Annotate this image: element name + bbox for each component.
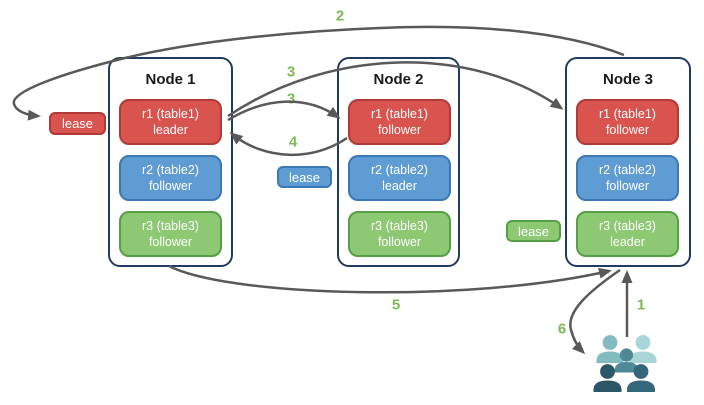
node1-replica-r2-follower: r2 (table2) follower bbox=[119, 155, 222, 201]
user-person-icon bbox=[629, 335, 657, 363]
node1-replica-r1-leader: r1 (table1) leader bbox=[119, 99, 222, 145]
step-4-label: 4 bbox=[288, 133, 298, 151]
replica-range-label: r1 (table1) bbox=[142, 106, 199, 121]
node3-replica-r2-follower: r2 (table2) follower bbox=[576, 155, 679, 201]
replica-role-label: leader bbox=[382, 179, 417, 193]
replica-role-label: leader bbox=[610, 235, 645, 249]
users-group-icon bbox=[593, 335, 657, 392]
replica-range-label: r1 (table1) bbox=[371, 106, 428, 121]
arrow-step2-lease-transfer bbox=[12, 25, 625, 121]
node2-replica-r1-follower: r1 (table1) follower bbox=[348, 99, 451, 145]
node-3-title: Node 3 bbox=[602, 71, 653, 88]
user-person-icon bbox=[593, 364, 622, 392]
replica-range-label: r1 (table1) bbox=[599, 106, 656, 121]
replica-range-label: r2 (table2) bbox=[371, 162, 428, 177]
step-2-label: 2 bbox=[335, 7, 345, 25]
node3-replica-r1-follower: r1 (table1) follower bbox=[576, 99, 679, 145]
lease-badge-table2: lease bbox=[277, 166, 332, 188]
replica-range-label: r3 (table3) bbox=[599, 218, 656, 233]
replica-role-label: follower bbox=[605, 123, 650, 137]
arrow-step6-node3-to-users bbox=[569, 268, 621, 355]
arrow-step5-node1-to-node3 bbox=[168, 264, 612, 294]
step-5-label: 5 bbox=[391, 296, 401, 314]
lease-badge-table3: lease bbox=[506, 220, 561, 242]
lease-badge-table1: lease bbox=[49, 112, 106, 135]
node-1: Node 1 r1 (table1) leader r2 (table2) fo… bbox=[108, 57, 233, 267]
user-person-icon bbox=[596, 335, 624, 363]
replica-role-label: follower bbox=[377, 123, 422, 137]
replica-range-label: r2 (table2) bbox=[142, 162, 199, 177]
node-2-title: Node 2 bbox=[373, 71, 424, 88]
node-1-title: Node 1 bbox=[145, 71, 196, 88]
node-2: Node 2 r1 (table1) follower r2 (table2) … bbox=[337, 57, 460, 267]
step-1-label: 1 bbox=[636, 296, 646, 314]
user-person-icon bbox=[627, 364, 655, 392]
node3-replica-r3-leader: r3 (table3) leader bbox=[576, 211, 679, 257]
replica-role-label: follower bbox=[605, 179, 650, 193]
replica-range-label: r3 (table3) bbox=[371, 218, 428, 233]
replica-range-label: r2 (table2) bbox=[599, 162, 656, 177]
user-person-icon bbox=[614, 348, 639, 373]
replica-role-label: follower bbox=[148, 179, 193, 193]
replica-range-label: r3 (table3) bbox=[142, 218, 199, 233]
step-6-label: 6 bbox=[557, 320, 567, 338]
replica-role-label: follower bbox=[148, 235, 193, 249]
step-3a-label: 3 bbox=[286, 63, 296, 81]
replica-role-label: leader bbox=[153, 123, 188, 137]
arrow-step3-replicate-to-node2 bbox=[227, 100, 341, 122]
step-3b-label: 3 bbox=[286, 90, 296, 108]
node2-replica-r2-leader: r2 (table2) leader bbox=[348, 155, 451, 201]
node-3: Node 3 r1 (table1) follower r2 (table2) … bbox=[565, 57, 691, 267]
node1-replica-r3-follower: r3 (table3) follower bbox=[119, 211, 222, 257]
replica-role-label: follower bbox=[377, 235, 422, 249]
node2-replica-r3-follower: r3 (table3) follower bbox=[348, 211, 451, 257]
